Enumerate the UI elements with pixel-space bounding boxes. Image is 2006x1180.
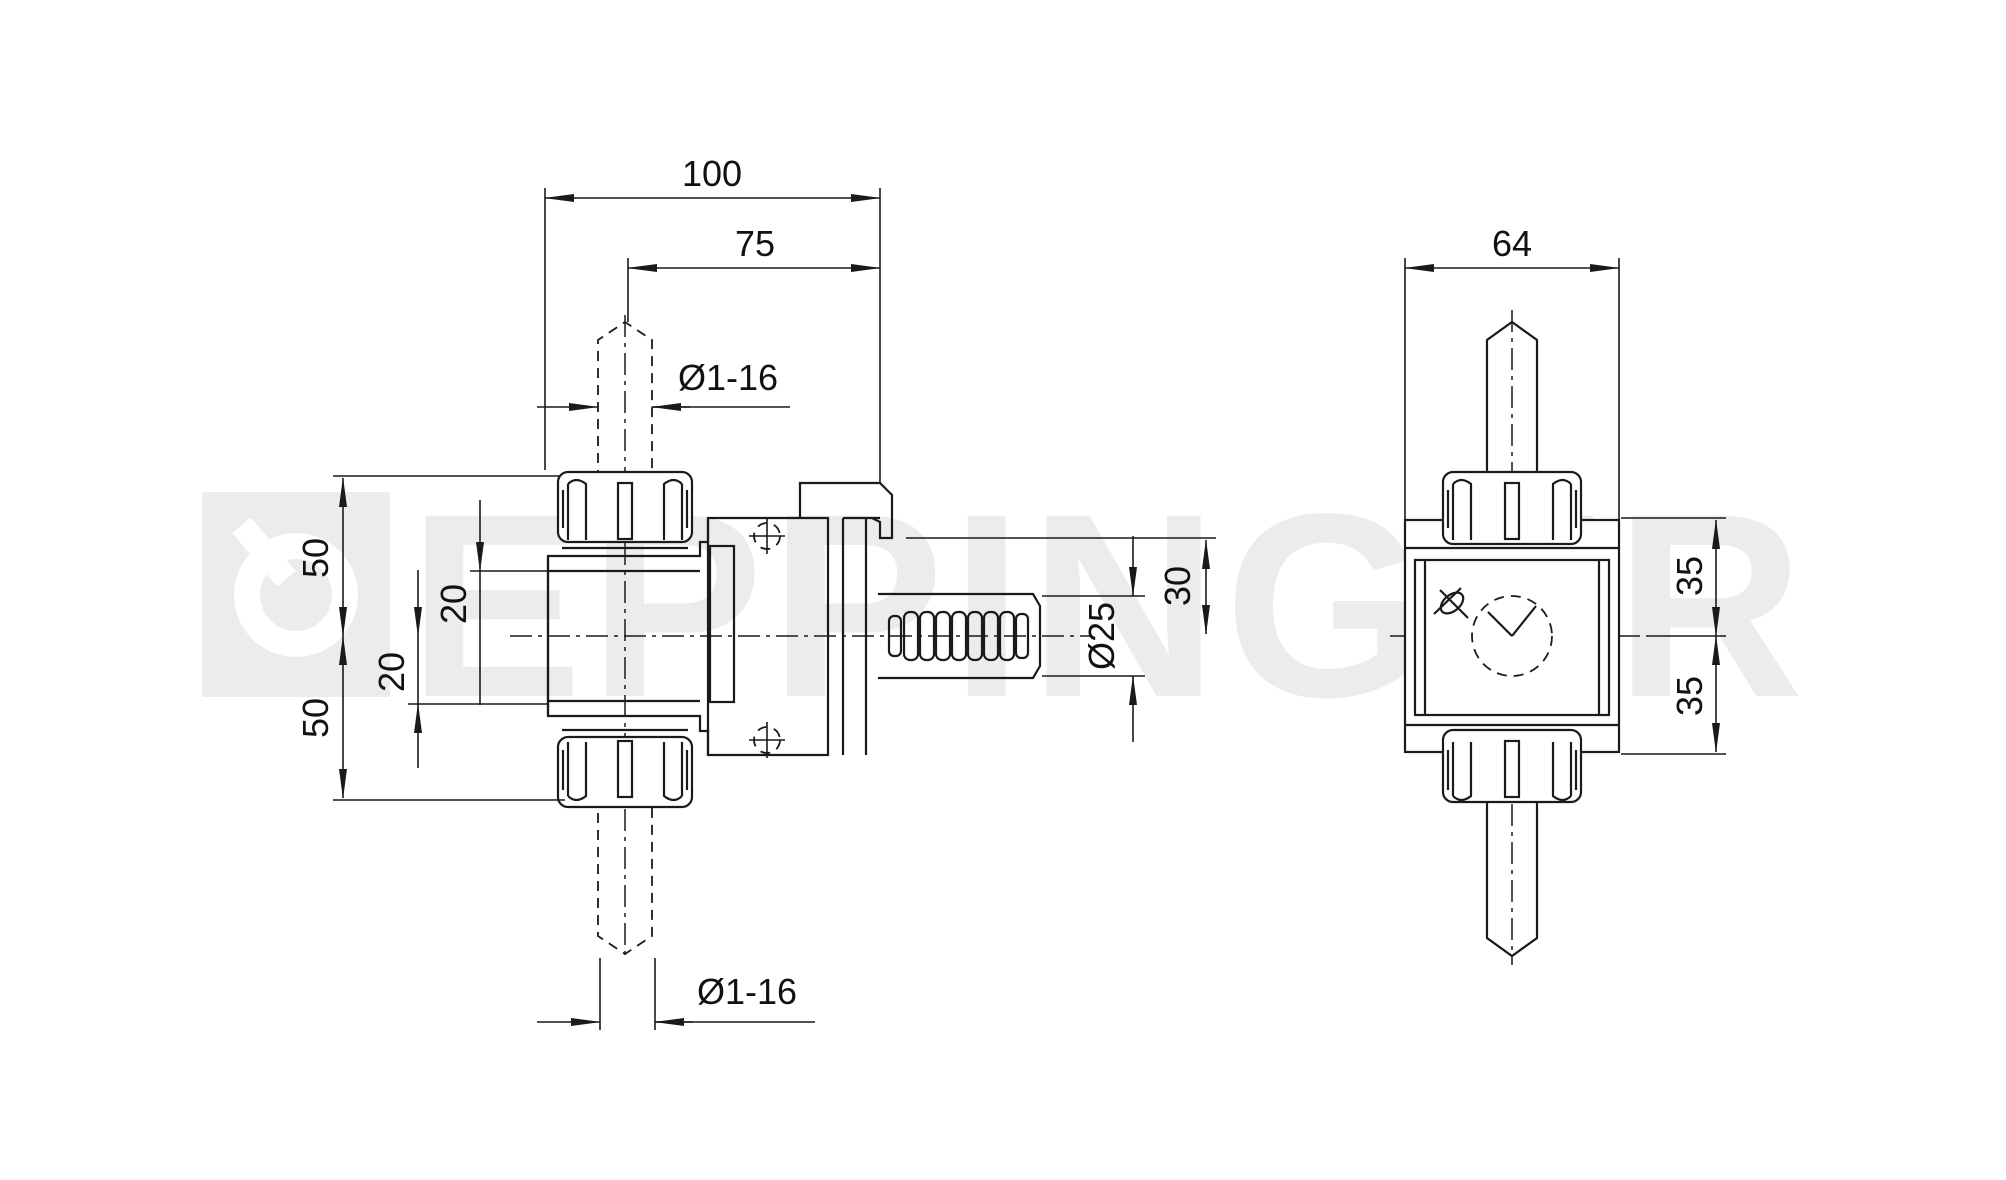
coolant-bore-lower [749, 722, 785, 758]
dim-label-35-upper: 35 [1669, 556, 1710, 596]
front-adjust-screw-icon [1433, 587, 1469, 619]
dimension-30: 30 [906, 537, 1216, 635]
dim-label-50-lower: 50 [295, 698, 336, 738]
dim-label-20-lower: 20 [371, 652, 412, 692]
dimension-20-lower: 20 [371, 570, 470, 768]
lower-collet-nut [556, 728, 694, 809]
front-view: 64 35 35 [1390, 223, 1726, 965]
front-housing [1403, 518, 1621, 754]
dimension-100: 100 [544, 153, 881, 483]
front-shank-bore [1471, 595, 1553, 677]
tool-holder-housing [546, 481, 894, 757]
lower-tool [597, 796, 653, 956]
dim-label-35-lower: 35 [1669, 676, 1710, 716]
side-view: 100 75 Ø1-16 Ø1-16 [295, 153, 1216, 1030]
front-upper-tool [1485, 320, 1539, 480]
dim-label-50-upper: 50 [295, 538, 336, 578]
dim-label-30: 30 [1157, 566, 1198, 606]
dim-label-64: 64 [1492, 223, 1532, 264]
upper-collet-nut [556, 470, 694, 550]
dim-label-100: 100 [682, 153, 742, 194]
dimension-50-pair: 50 50 [295, 475, 565, 801]
dimension-collet-top: Ø1-16 [537, 357, 790, 411]
dimension-20-upper: 20 [433, 500, 548, 705]
coolant-bore-upper [749, 518, 785, 554]
serrated-shank [878, 592, 1042, 680]
dim-label-collet-bottom: Ø1-16 [697, 971, 797, 1012]
front-lower-collet-nut [1441, 728, 1583, 804]
dim-label-75: 75 [735, 223, 775, 264]
dimension-64: 64 [1404, 223, 1620, 520]
dimension-collet-bottom: Ø1-16 [537, 958, 815, 1030]
dim-label-20-upper: 20 [433, 584, 474, 624]
dimension-35-pair: 35 35 [1621, 517, 1726, 755]
front-lower-tool [1485, 798, 1539, 958]
eppinger-logo-icon [202, 492, 390, 697]
dim-label-collet-top: Ø1-16 [678, 357, 778, 398]
upper-tool [597, 320, 653, 480]
dimension-shank-diameter: Ø25 [1042, 536, 1145, 742]
dimension-75: 75 [627, 223, 881, 322]
dim-label-shank: Ø25 [1081, 602, 1122, 670]
front-upper-collet-nut [1441, 470, 1583, 546]
